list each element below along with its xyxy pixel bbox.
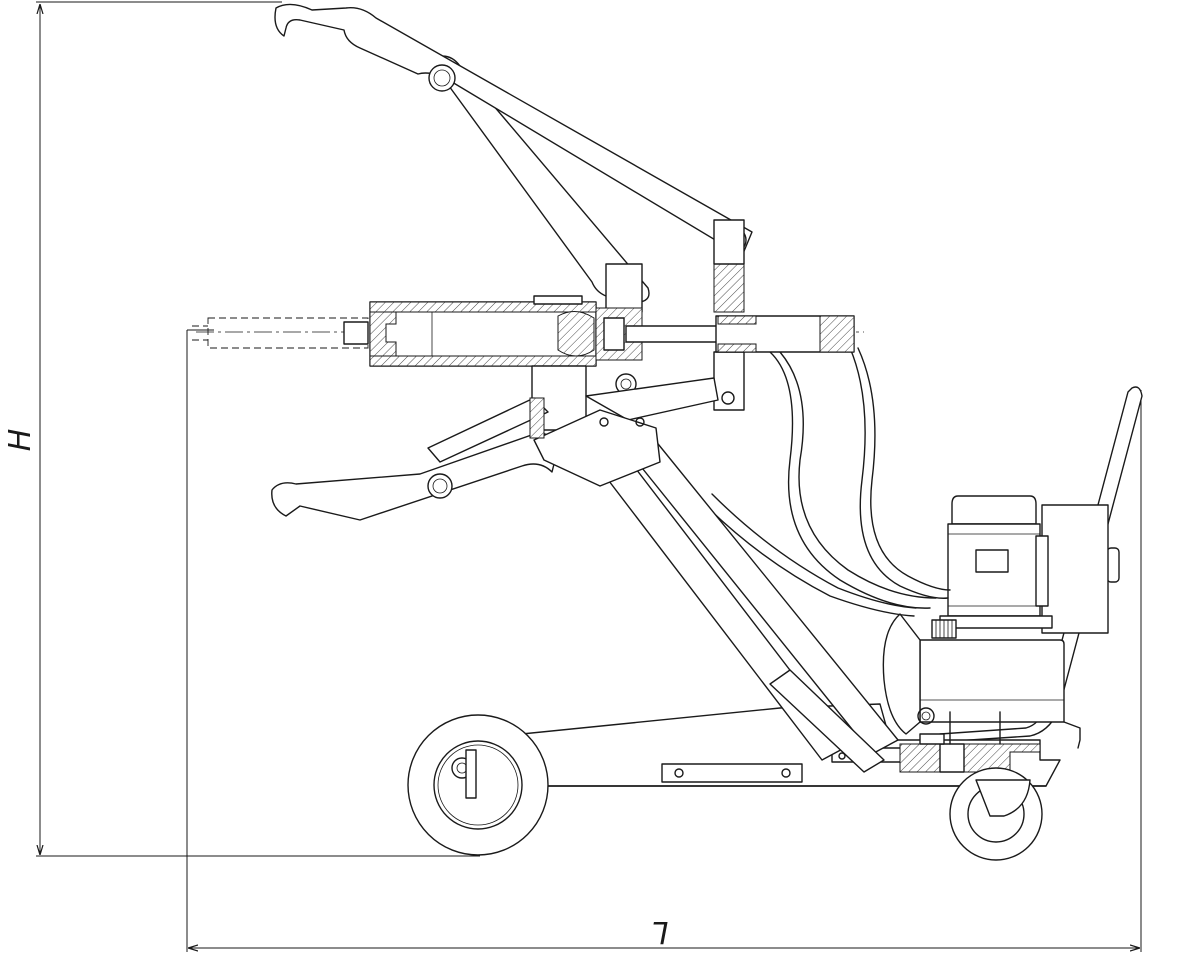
length-dimension: L (186, 329, 1142, 952)
hydraulic-cylinder (192, 295, 864, 431)
front-wheel (407, 714, 549, 856)
lift-mast (595, 433, 899, 773)
rear-caster (949, 767, 1043, 861)
oil-tank (882, 613, 1065, 735)
center-post (605, 219, 745, 411)
electric-motor (931, 495, 1109, 639)
height-label: H (3, 429, 38, 452)
length-label: L (652, 914, 669, 949)
lower-jaw (271, 377, 719, 521)
hydraulic-hoses (699, 347, 951, 617)
chassis-frame (461, 703, 1081, 787)
height-dimension: H (3, 1, 480, 857)
upper-arm (274, 3, 753, 303)
